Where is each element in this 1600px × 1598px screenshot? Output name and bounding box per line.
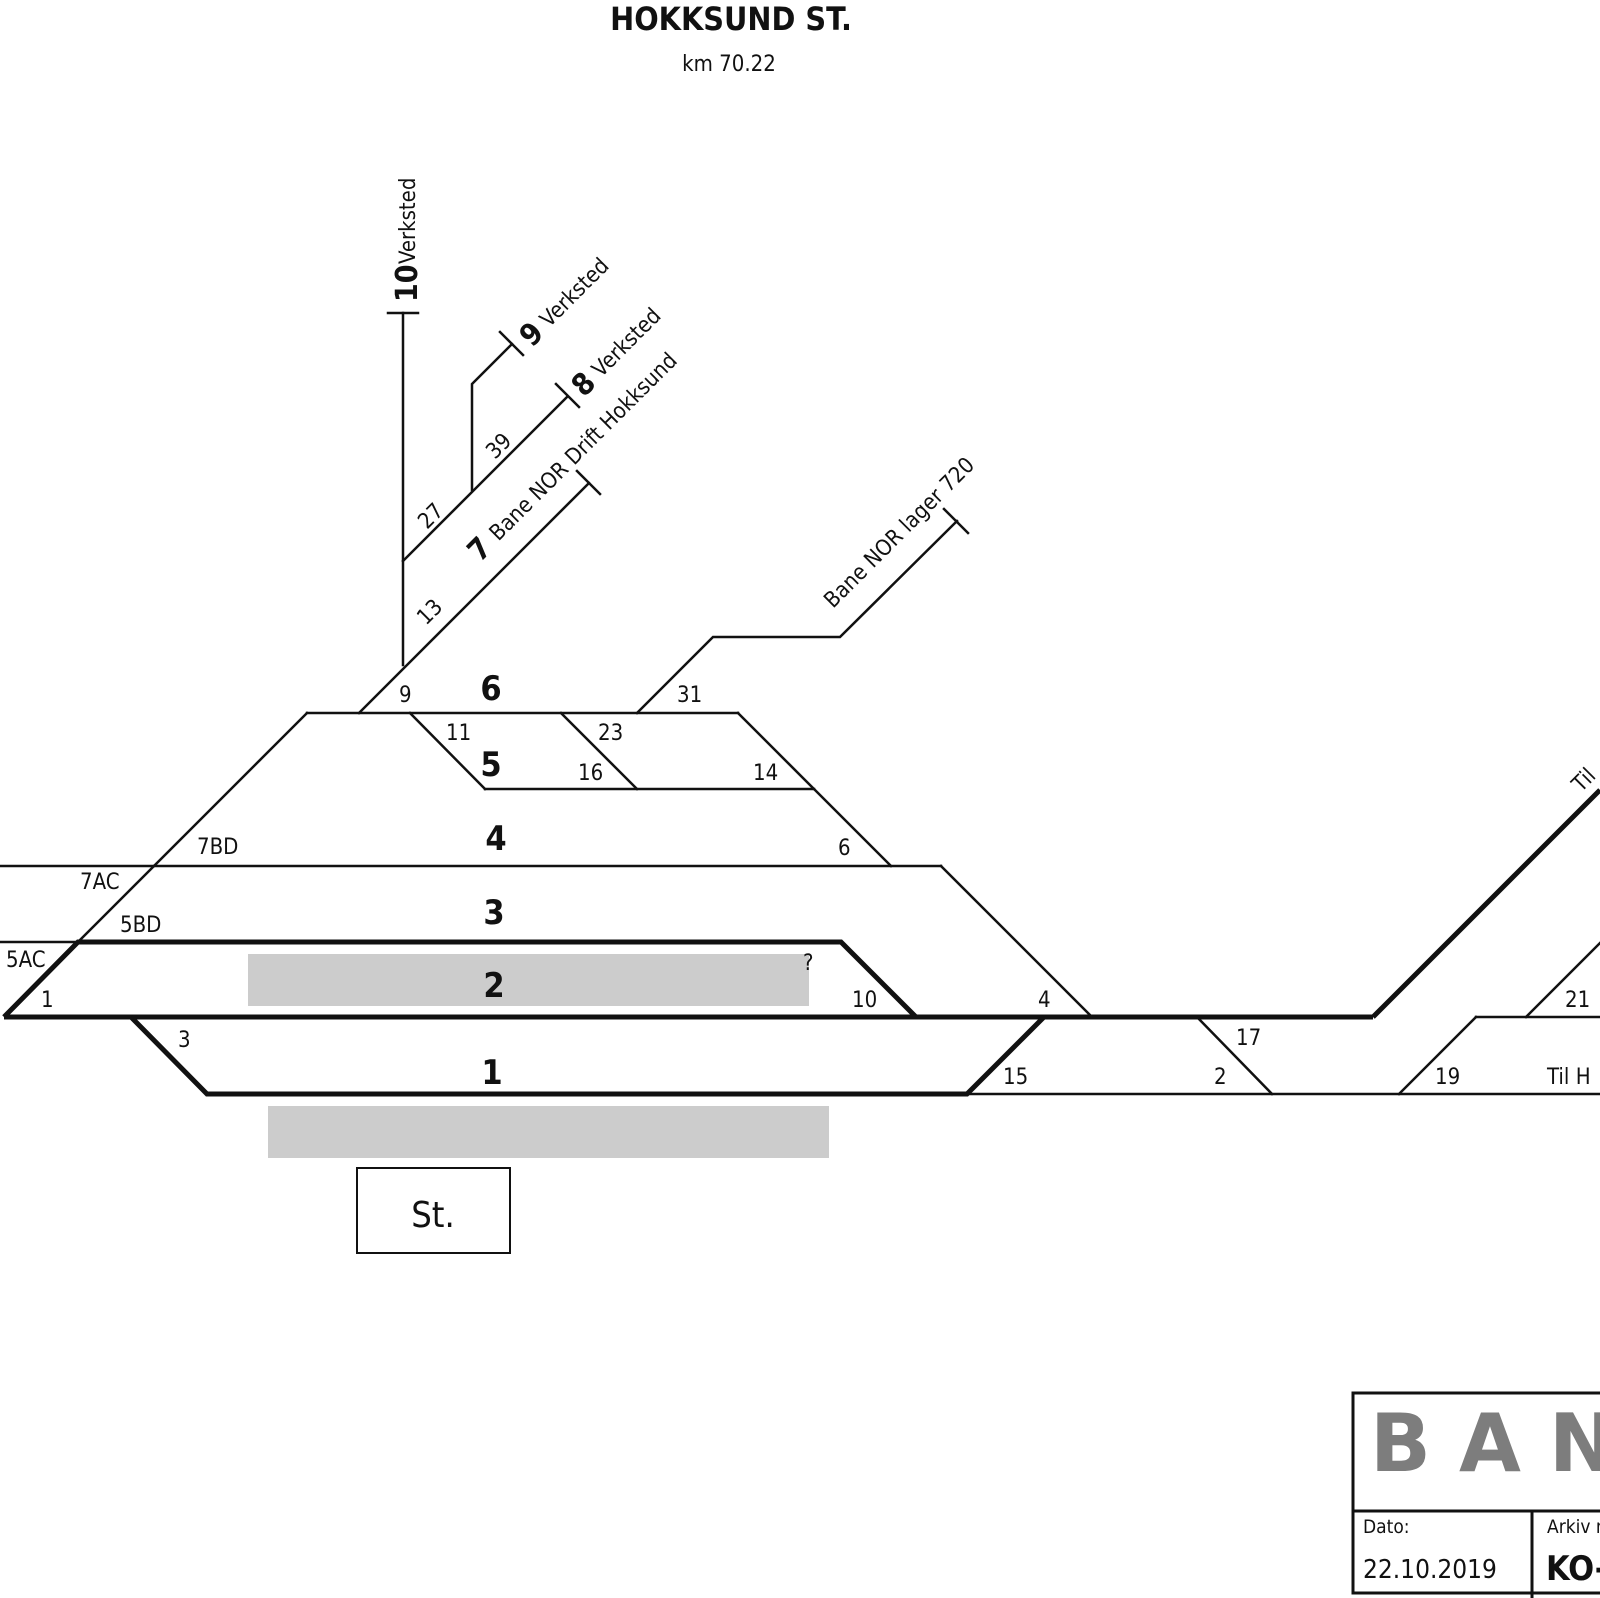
siding-lager-label: Bane NOR lager 720 bbox=[820, 453, 980, 613]
switch-label: 2 bbox=[1214, 1065, 1227, 1090]
track-number-4: 4 bbox=[485, 819, 506, 859]
logo: BANE bbox=[1370, 1397, 1600, 1490]
track-number-2: 2 bbox=[483, 966, 504, 1006]
switch-label: ? bbox=[803, 951, 814, 976]
diagram-title: HOKKSUND ST. bbox=[610, 0, 852, 38]
track-number-3: 3 bbox=[483, 893, 504, 933]
switch-label: 11 bbox=[446, 721, 471, 746]
switch-label: 6 bbox=[838, 836, 851, 861]
diagram-subtitle: km 70.22 bbox=[682, 52, 776, 77]
date-value: 22.10.2019 bbox=[1363, 1555, 1497, 1585]
main-tracks bbox=[2, 788, 1600, 1097]
archive-label: Arkiv n bbox=[1547, 1516, 1600, 1538]
switch-label: 15 bbox=[1003, 1065, 1028, 1090]
switch-label: 9 bbox=[399, 683, 412, 708]
archive-value: KO- bbox=[1546, 1549, 1600, 1589]
switch-label: 31 bbox=[677, 683, 702, 708]
til-lower-label: Til H bbox=[1546, 1065, 1591, 1090]
switch-label: 7BD bbox=[197, 835, 238, 860]
track-number-5: 5 bbox=[480, 745, 501, 785]
station-label: St. bbox=[411, 1195, 455, 1236]
switch-label: 23 bbox=[598, 721, 623, 746]
platform-lower bbox=[268, 1106, 829, 1158]
switch-label: 5AC bbox=[6, 948, 46, 973]
switch-label: 3 bbox=[178, 1028, 191, 1053]
switch-labels: 1 5AC 5BD 7AC 7BD 3 9 11 16 23 31 14 6 1… bbox=[6, 683, 1591, 1090]
thin-tracks bbox=[0, 311, 1600, 1096]
switch-label: 5BD bbox=[120, 913, 161, 938]
switch-label: 14 bbox=[753, 761, 778, 786]
switch-label: 27 bbox=[414, 499, 449, 534]
title-block: BANE Dato: 22.10.2019 Arkiv n KO- bbox=[1351, 1391, 1600, 1598]
switch-label: 10 bbox=[852, 988, 877, 1013]
switch-label: 4 bbox=[1038, 988, 1051, 1013]
track-number-1: 1 bbox=[481, 1053, 502, 1093]
platform-upper bbox=[248, 954, 809, 1006]
switch-label: 1 bbox=[41, 988, 54, 1013]
track-9-name: Verksted bbox=[536, 254, 615, 333]
switch-label: 7AC bbox=[80, 870, 120, 895]
station-building bbox=[356, 1167, 511, 1254]
date-label: Dato: bbox=[1363, 1516, 1410, 1538]
switch-label: 39 bbox=[482, 429, 517, 464]
switch-label: 17 bbox=[1236, 1026, 1261, 1051]
switch-label: 21 bbox=[1565, 988, 1590, 1013]
track-10-name: Verksted bbox=[396, 178, 421, 264]
switch-label: 13 bbox=[413, 595, 448, 630]
switch-label: 19 bbox=[1435, 1065, 1460, 1090]
track-number-10: 10 bbox=[390, 264, 425, 302]
track-number-6: 6 bbox=[480, 669, 501, 709]
switch-label: 16 bbox=[578, 761, 603, 786]
